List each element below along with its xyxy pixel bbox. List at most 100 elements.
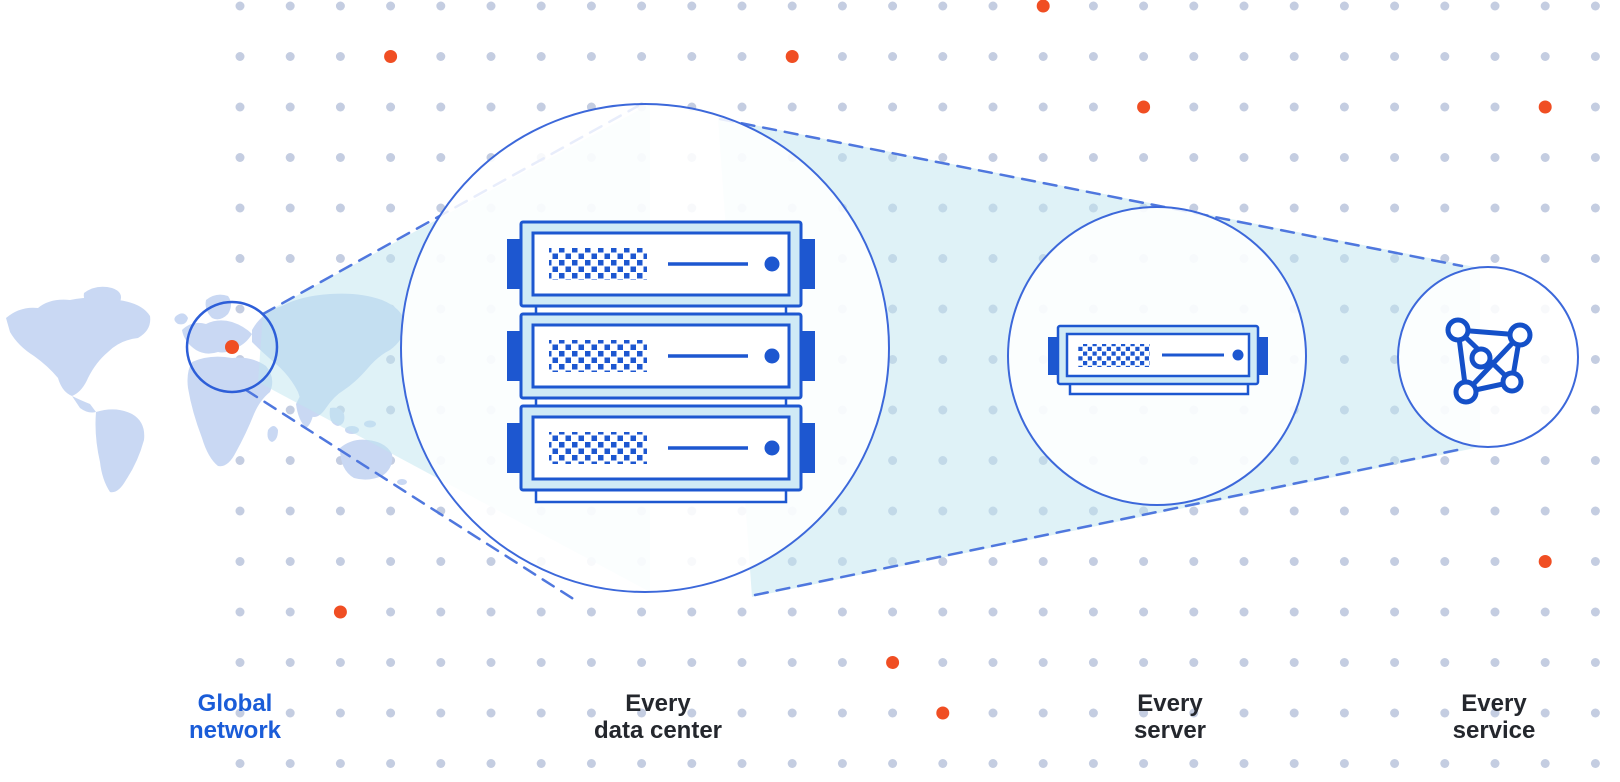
grid-dot (386, 1, 396, 11)
server-led (1232, 349, 1244, 361)
grid-dot (335, 254, 345, 263)
grid-dot (386, 203, 396, 213)
server-dot-matrix (549, 432, 647, 464)
map-africa (187, 356, 273, 467)
grid-dot (436, 607, 446, 617)
grid-dot (787, 759, 797, 768)
grid-dot (486, 1, 496, 11)
grid-dot (1038, 102, 1048, 112)
mesh-node-bottom-left (1453, 379, 1479, 405)
map-region-circle (185, 300, 279, 394)
grid-dot (536, 102, 546, 112)
grid-dot (235, 304, 245, 314)
grid-dot (586, 1, 596, 11)
grid-dot (1339, 102, 1349, 112)
grid-dot (1490, 52, 1500, 61)
grid-dot (586, 658, 596, 667)
map-south-america (95, 409, 145, 493)
grid-dot (1590, 355, 1600, 364)
grid-dot (938, 607, 948, 617)
grid-dot (1289, 52, 1299, 61)
grid-dot (637, 759, 647, 768)
grid-dot (787, 658, 797, 667)
grid-dot (1540, 456, 1550, 465)
grid-dot (837, 52, 847, 61)
grid-dot (235, 658, 245, 667)
grid-dot (586, 52, 596, 61)
grid-dot (285, 405, 295, 415)
grid-dot (1540, 607, 1550, 617)
grid-dot (1088, 759, 1098, 768)
map-scandinavia (205, 294, 231, 320)
grid-dot (1088, 153, 1098, 162)
grid-dot (1189, 1, 1199, 11)
grid-dot (235, 456, 245, 465)
grid-dot (637, 708, 647, 718)
grid-dot (1490, 658, 1500, 667)
grid-dot (1390, 506, 1400, 516)
grid-dot (235, 557, 245, 566)
grid-dot (737, 759, 747, 768)
grid-dot (1590, 153, 1600, 162)
grid-dot (1390, 52, 1400, 61)
grid-dot (837, 708, 847, 718)
grid-dot (436, 102, 446, 112)
grid-dot (1490, 759, 1500, 768)
grid-dot (1088, 52, 1098, 61)
grid-dot (1239, 557, 1249, 566)
grid-dot (1540, 52, 1550, 61)
grid-dot (1239, 1, 1249, 11)
grid-dot (1339, 759, 1349, 768)
server-unit-3 (507, 404, 815, 492)
grid-dot (436, 153, 446, 162)
grid-dot (235, 153, 245, 162)
grid-dot-orange (886, 656, 900, 669)
grid-dot (1490, 456, 1500, 465)
grid-dot (938, 658, 948, 667)
grid-dot (1289, 506, 1299, 516)
grid-dot (687, 708, 697, 718)
map-madagascar (267, 426, 278, 442)
grid-dot (1339, 52, 1349, 61)
grid-dot (1540, 759, 1550, 768)
grid-dot (1390, 557, 1400, 566)
grid-dot (536, 759, 546, 768)
grid-dot (536, 607, 546, 617)
grid-dot (1289, 708, 1299, 718)
grid-dot (1490, 708, 1500, 718)
grid-dot (1440, 759, 1450, 768)
grid-dot (1239, 759, 1249, 768)
grid-dot (1038, 759, 1048, 768)
grid-dot (1239, 102, 1249, 112)
grid-dot (285, 557, 295, 566)
server-led (764, 256, 780, 272)
grid-dot (1440, 607, 1450, 617)
grid-dot (988, 658, 998, 667)
grid-dot (687, 1, 697, 11)
grid-dot (988, 708, 998, 718)
grid-dot (687, 759, 697, 768)
dashed-line-bottom-right (753, 447, 1464, 597)
grid-dot (1590, 1, 1600, 11)
grid-dot (1390, 153, 1400, 162)
grid-dot (1590, 304, 1600, 314)
grid-dot (1088, 557, 1098, 566)
grid-dot (1490, 254, 1500, 263)
grid-dot (1038, 52, 1048, 61)
map-australia (340, 439, 393, 480)
grid-dot (436, 52, 446, 61)
grid-dot (436, 759, 446, 768)
grid-dot (1088, 1, 1098, 11)
grid-dot (1088, 658, 1098, 667)
grid-dot-orange (1538, 100, 1552, 114)
grid-dot (1590, 254, 1600, 263)
grid-dot (1088, 708, 1098, 718)
map-central-america (72, 396, 96, 413)
label-every-data-center-line1: Every (625, 690, 691, 717)
grid-dot (1239, 658, 1249, 667)
grid-dot (235, 52, 245, 61)
grid-dot (988, 607, 998, 617)
grid-dot (988, 557, 998, 566)
grid-dot (1490, 102, 1500, 112)
grid-dot (1038, 607, 1048, 617)
